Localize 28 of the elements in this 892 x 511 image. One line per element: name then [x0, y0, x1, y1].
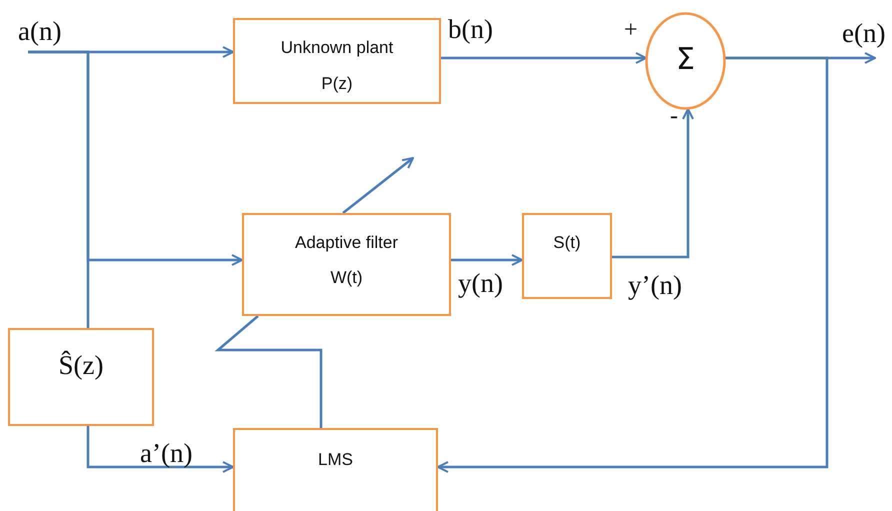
block-box: [233, 428, 438, 511]
block-text: P(z): [320, 74, 354, 94]
block-text: Adaptive filter: [294, 233, 399, 253]
block-box: [8, 328, 154, 426]
arrow: [342, 157, 414, 214]
signal-label: e(n): [842, 20, 892, 58]
signal-label: y’(n): [628, 272, 682, 299]
arrow: [451, 254, 523, 266]
signal-label: y(n): [458, 270, 503, 297]
sign-label: -: [670, 104, 678, 128]
block-box: [522, 213, 612, 299]
sign-label: +: [624, 18, 638, 42]
signal-label: a(n): [18, 18, 68, 52]
block-text: Unknown plant: [280, 38, 394, 58]
arrow: [437, 56, 828, 473]
block-box: [233, 18, 441, 104]
block-box: [242, 213, 451, 316]
block-text: S(t): [552, 233, 582, 253]
block-text: Ŝ(z): [58, 350, 104, 381]
summing-junction: [645, 12, 726, 110]
arrow: [612, 108, 694, 258]
signal-label: b(n): [448, 16, 493, 43]
arrow: [86, 426, 234, 473]
block-text: LMS: [317, 450, 354, 470]
block-text: W(t): [329, 268, 364, 288]
block-text: Σ: [675, 42, 696, 77]
arrow: [441, 52, 647, 64]
signal-label: a’(n): [140, 440, 192, 467]
